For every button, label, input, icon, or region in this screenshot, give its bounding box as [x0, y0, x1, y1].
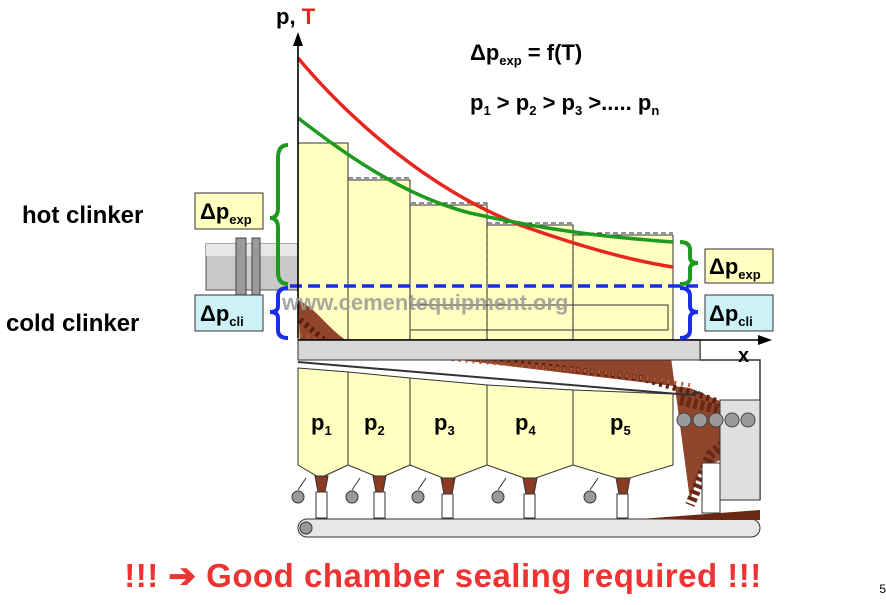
svg-text:Δpcli: Δpcli — [709, 301, 753, 329]
left-exp-box: Δpexp — [194, 192, 264, 230]
right-exp-box: Δpexp — [704, 248, 774, 284]
left-exp-brace — [269, 143, 289, 286]
drag-chain-conveyor — [297, 510, 761, 538]
left-cli-brace — [269, 286, 289, 340]
y-axis-label: p, T — [276, 4, 316, 29]
left-cli-box: Δpcli — [194, 294, 264, 332]
pressure-curve — [296, 116, 674, 244]
cooler-housing — [297, 339, 761, 514]
pressure-order-text: p1 > p2 > p3 >..... pn — [470, 90, 659, 118]
axes — [293, 32, 772, 345]
watermark: www.cementequipment.org — [281, 290, 568, 315]
page-number: 5 — [879, 582, 886, 596]
chamber-label-5: p5 — [610, 410, 631, 438]
chamber-label-1: p1 — [311, 410, 332, 438]
right-cli-brace — [679, 286, 699, 340]
grate-line — [297, 361, 701, 397]
x-axis-label: x — [738, 345, 749, 367]
footer-sealing-note: !!! ➔ Good chamber sealing required !!! — [124, 557, 762, 594]
air-chambers — [297, 367, 674, 481]
svg-text:Δpexp: Δpexp — [200, 199, 252, 227]
chamber-label-3: p3 — [434, 410, 455, 438]
pressure-bars — [297, 142, 674, 341]
chamber-label-4: p4 — [515, 410, 536, 438]
right-cli-box: Δpcli — [704, 294, 774, 332]
svg-text:Δpexp: Δpexp — [709, 254, 761, 282]
hot-clinker-label: hot clinker — [22, 202, 144, 229]
chamber-hoppers — [291, 475, 631, 519]
formula-text: Δpexp = f(T) — [470, 40, 582, 68]
right-exp-brace — [679, 240, 699, 286]
cold-clinker-label: cold clinker — [6, 310, 140, 337]
svg-text:Δpcli: Δpcli — [200, 301, 244, 329]
chamber-label-2: p2 — [364, 410, 385, 438]
